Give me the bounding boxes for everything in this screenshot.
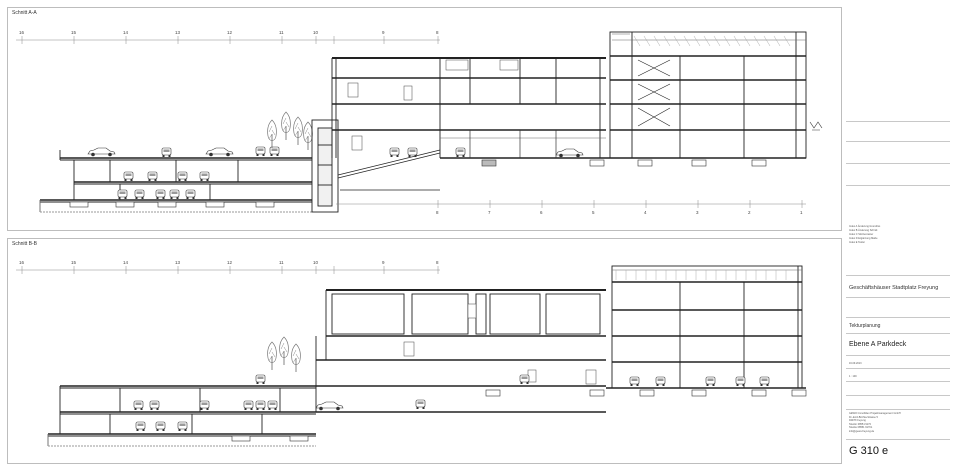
axis-label: 16 <box>19 260 25 265</box>
axis-label: 8 <box>436 260 439 265</box>
axis-label: 3 <box>696 210 699 215</box>
axis-label: 12 <box>227 30 233 35</box>
section-a-right-building <box>606 31 807 159</box>
section-b-parking-deck <box>47 385 316 447</box>
section-a-stair-tower <box>311 119 441 213</box>
axis-label: 2 <box>748 210 751 215</box>
revision-line: Index E Tektur <box>849 241 865 244</box>
section-b-right-building <box>606 265 806 389</box>
axis-label: 9 <box>382 260 385 265</box>
axis-label: 4 <box>644 210 647 215</box>
axis-label: 11 <box>279 30 284 35</box>
axis-label: 8 <box>436 210 439 215</box>
section-b-axis-line <box>16 266 440 274</box>
axis-label: 11 <box>279 260 284 265</box>
section-a-bottom-axis-labels: 8 7 6 5 4 3 2 1 <box>0 210 960 216</box>
divider <box>846 355 950 356</box>
section-a-title: Schnitt A-A <box>12 10 37 16</box>
axis-label: 8 <box>436 30 439 35</box>
axis-label: 14 <box>123 30 129 35</box>
section-a-roof-hatch <box>633 35 791 47</box>
axis-label: 13 <box>175 30 181 35</box>
axis-label: 13 <box>175 260 181 265</box>
planner-line: 94078 Freyung <box>849 419 866 422</box>
axis-label: 9 <box>382 30 385 35</box>
section-a-north-marker <box>809 121 823 131</box>
scale-value: 1 : 100 <box>849 375 857 378</box>
section-a-frame <box>7 7 842 231</box>
divider <box>846 141 950 142</box>
axis-label: 12 <box>227 260 233 265</box>
section-a-columns <box>469 130 557 158</box>
revision-line: Index C Stützenraster <box>849 233 874 236</box>
planner-line: GEWO Immobilien Projektmanagement GmbH <box>849 412 901 415</box>
project-title: Geschäftshäuser Stadtplatz Freyung <box>849 285 939 291</box>
sheet-number: G 310 e <box>849 445 889 457</box>
section-a-footings-right <box>481 159 767 167</box>
divider <box>846 333 950 334</box>
date-value: 16.09.2013 <box>849 362 862 365</box>
planner-line: Telefon 08551 9170 <box>849 422 871 426</box>
revision-line: Index B Änderung Schnitt <box>849 229 878 232</box>
divider <box>846 439 950 440</box>
axis-label: 14 <box>123 260 129 265</box>
section-b-title: Schnitt B-B <box>12 241 38 247</box>
planner-line: Dr.-Emil-Brichta-Strasse 5 <box>849 415 878 419</box>
section-a-bottom-axis <box>336 200 806 208</box>
axis-label: 1 <box>800 210 803 215</box>
divider <box>846 381 950 382</box>
divider <box>846 185 950 186</box>
axis-label: 15 <box>71 260 77 265</box>
planner-line: Telefax 08551 91701 <box>849 426 873 429</box>
section-a-axis-line <box>16 36 440 44</box>
divider <box>846 395 950 396</box>
axis-label: 7 <box>488 210 491 215</box>
axis-label: 10 <box>313 30 319 35</box>
axis-label: 15 <box>71 30 77 35</box>
divider <box>846 409 950 410</box>
section-b-roof-hatch <box>615 270 787 280</box>
title-block: Index A Änderung Grundriss Index B Änder… <box>846 121 950 461</box>
section-b-main-building <box>315 289 606 413</box>
axis-label: 16 <box>19 30 25 35</box>
axis-label: 6 <box>540 210 543 215</box>
drawing-type: Tekturplanung <box>849 323 881 329</box>
section-b-frame <box>7 238 842 464</box>
level-title: Ebene A Parkdeck <box>849 341 907 348</box>
divider <box>846 275 950 276</box>
revision-line: Index D Ergänzung Maße <box>849 237 878 240</box>
divider <box>846 317 950 318</box>
divider <box>846 297 950 298</box>
divider <box>846 121 950 122</box>
axis-label: 10 <box>313 260 319 265</box>
section-a-windows <box>347 59 519 151</box>
divider <box>846 163 950 164</box>
section-a-axis-labels: 16 15 14 13 12 11 10 9 8 <box>0 30 960 36</box>
planner-line: info@gewo-freyung.de <box>849 429 875 433</box>
section-b-axis-labels: 16 15 14 13 12 11 10 9 8 <box>0 260 960 266</box>
section-a-main-building <box>331 57 606 159</box>
axis-label: 5 <box>592 210 595 215</box>
section-b-footings <box>231 389 807 442</box>
section-b-windows <box>403 303 597 385</box>
divider <box>846 368 950 369</box>
revision-line: Index A Änderung Grundriss <box>849 225 881 228</box>
section-a-footings <box>69 201 275 208</box>
